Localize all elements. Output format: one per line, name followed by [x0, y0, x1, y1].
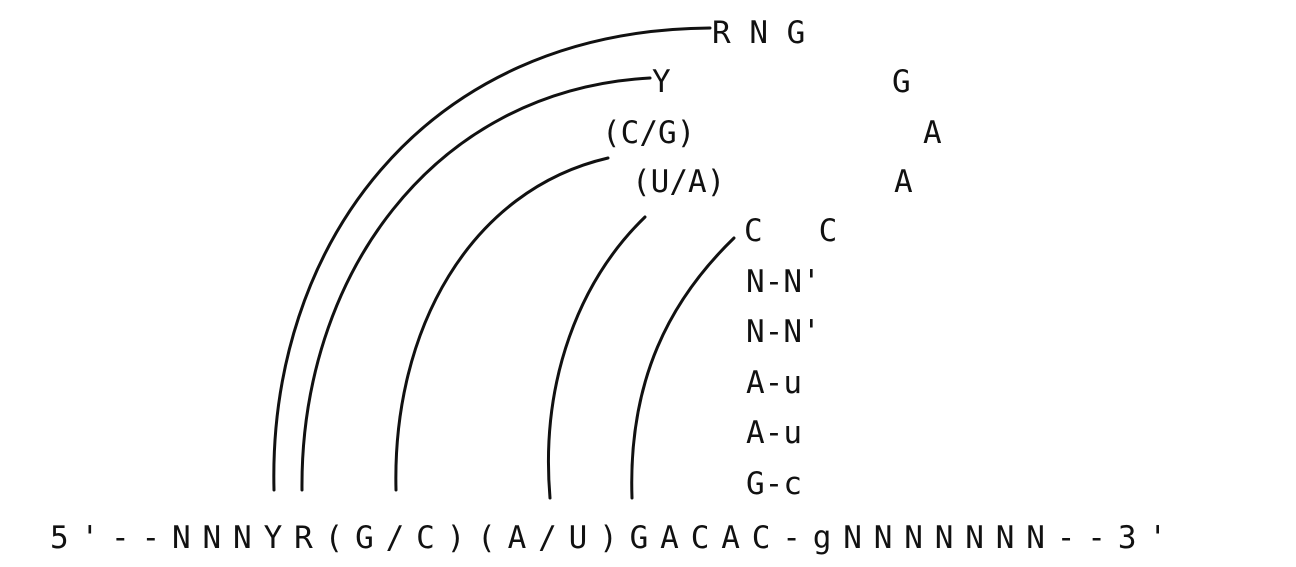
- loop-g-label: G: [892, 64, 911, 100]
- stem-row-4: A-u: [746, 415, 802, 451]
- stem-row-3: A-u: [746, 365, 802, 401]
- pairing-arc-ua: [548, 217, 645, 498]
- loop-a2-label: A: [894, 164, 913, 200]
- stem-row-2: N-N': [746, 314, 821, 350]
- main-strand-sequence: 5'--NNNYR(G/C)(A/U)GACAC-gNNNNNNN--3': [50, 520, 1168, 556]
- pairing-arc-r: [274, 28, 710, 490]
- stem-row-1: N-N': [746, 264, 821, 300]
- stem-cc-label: C C: [744, 213, 837, 249]
- pairing-arc-y: [302, 78, 650, 490]
- loop-cg-label: (C/G): [602, 115, 695, 151]
- loop-a1-label: A: [923, 115, 942, 151]
- loop-y-label: Y: [652, 64, 671, 100]
- pairing-arc-cg: [396, 158, 608, 490]
- pairing-arc-gacac: [632, 238, 734, 498]
- loop-rng-label: R N G: [712, 15, 805, 51]
- stem-row-5: G-c: [746, 466, 802, 502]
- loop-ua-label: (U/A): [632, 164, 725, 200]
